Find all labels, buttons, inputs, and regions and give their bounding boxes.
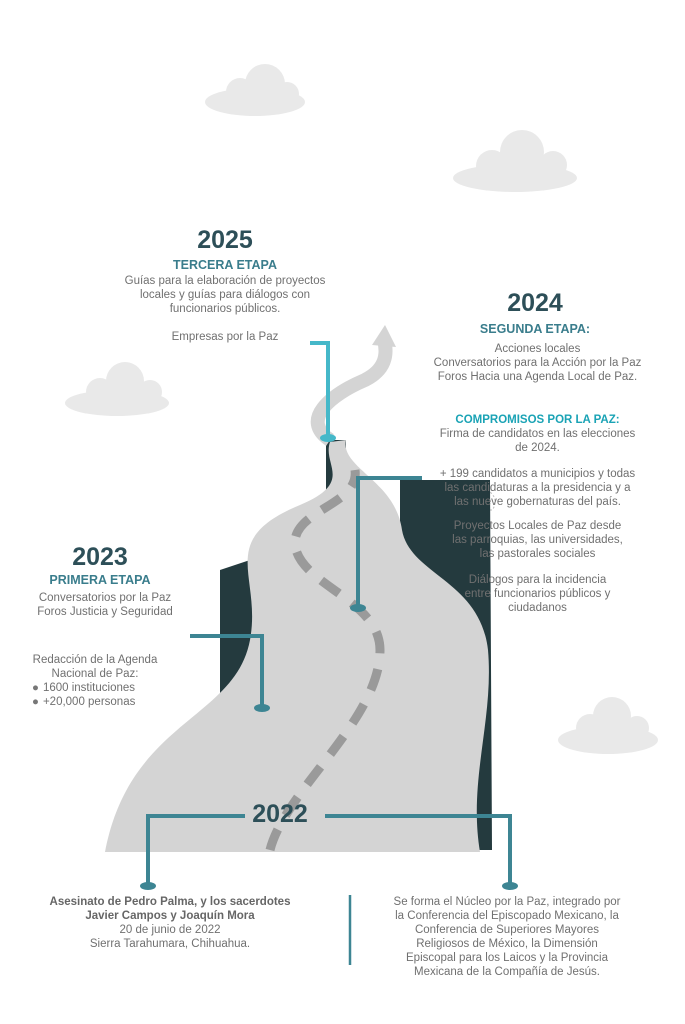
dot-2022-left: [140, 882, 156, 890]
text-line: las parroquias, las universidades,: [452, 534, 623, 546]
connector-2023: [190, 634, 264, 706]
text-line: Asesinato de Pedro Palma, y los sacerdot…: [49, 896, 291, 908]
text-line: Foros Hacia una Agenda Local de Paz.: [437, 371, 638, 383]
text-line: ciudadanos: [508, 602, 567, 614]
text-line: Se forma el Núcleo por la Paz, integrado…: [393, 896, 621, 908]
text-line: locales y guías para diálogos con: [139, 289, 311, 301]
connector-2022-left: [146, 814, 245, 884]
text-line: las candidaturas a la presidencia y a: [444, 482, 631, 494]
description-2024: Acciones locales Conversatorios para la …: [415, 342, 660, 615]
road: [105, 440, 489, 852]
dot-2024: [350, 604, 366, 612]
year-2025: 2025: [197, 226, 253, 254]
text-line: Religiosos de México, la Dimensión: [416, 938, 598, 950]
text-line: Diálogos para la incidencia: [468, 574, 607, 586]
dot-2023: [254, 704, 270, 712]
description-2025: Guías para la elaboración de proyectos l…: [85, 274, 365, 344]
text-line: Foros Justicia y Seguridad: [37, 606, 173, 618]
stage-2025: TERCERA ETAPA: [173, 258, 277, 272]
text-line: Conversatorios para la Acción por la Paz: [433, 357, 642, 369]
text-line: Guías para la elaboración de proyectos: [124, 275, 326, 287]
connector-2022-right: [325, 814, 512, 884]
connector-2024: [356, 476, 422, 606]
event-2022-left: Asesinato de Pedro Palma, y los sacerdot…: [25, 895, 315, 951]
text-line: Nacional de Paz:: [51, 668, 139, 680]
text-line: la Conferencia del Episcopado Mexicano, …: [395, 910, 619, 922]
event-date: 20 de junio de 2022: [119, 924, 221, 936]
road-arrow: [310, 338, 393, 446]
cloud-icon: [205, 64, 305, 116]
bullet-item: +20,000 personas: [10, 695, 180, 709]
stage-2023: PRIMERA ETAPA: [49, 573, 151, 587]
connector-2025: [310, 341, 330, 436]
description-2023: Conversatorios por la Paz Foros Justicia…: [10, 591, 200, 619]
text-line: las nueve gobernaturas del país.: [454, 496, 621, 508]
year-2022: 2022: [252, 800, 308, 828]
text-line: entre funcionarios públicos y: [464, 588, 611, 600]
stage-2024: SEGUNDA ETAPA:: [479, 322, 591, 336]
event-2022-right: Se forma el Núcleo por la Paz, integrado…: [362, 895, 652, 979]
dot-2022-right: [502, 882, 518, 890]
dot-2025: [320, 434, 336, 442]
text-line: Redacción de la Agenda: [32, 654, 158, 666]
bullet-item: 1600 instituciones: [10, 681, 180, 695]
arrow-head-icon: [372, 325, 396, 347]
text-line: funcionarios públicos.: [169, 303, 281, 315]
cloud-icon: [453, 130, 577, 192]
text-line: Acciones locales: [494, 343, 581, 355]
year-2023: 2023: [72, 543, 128, 571]
text-line: Conferencia de Superiores Mayores: [414, 924, 600, 936]
text-line: las pastorales sociales: [479, 548, 596, 560]
text-line: Proyectos Locales de Paz desde: [453, 520, 622, 532]
text-line: Javier Campos y Joaquín Mora: [85, 910, 255, 922]
text-line: Conversatorios por la Paz: [38, 592, 172, 604]
text-line: + 199 candidatos a municipios y todas: [439, 468, 636, 480]
agenda-2023: Redacción de la Agenda Nacional de Paz: …: [10, 653, 180, 709]
compromisos-title: COMPROMISOS POR LA PAZ:: [455, 414, 620, 426]
text-line: Episcopal para los Laicos y la Provincia: [406, 952, 608, 964]
year-2024: 2024: [507, 289, 563, 317]
cloud-icon: [65, 362, 169, 416]
text-line: de 2024.: [515, 442, 560, 454]
event-place: Sierra Tarahumara, Chihuahua.: [89, 938, 251, 950]
text-line: Empresas por la Paz: [171, 331, 279, 343]
text-line: Firma de candidatos en las elecciones: [439, 428, 636, 440]
text-line: Mexicana de la Compañía de Jesús.: [413, 966, 601, 978]
cloud-icon: [558, 697, 658, 754]
